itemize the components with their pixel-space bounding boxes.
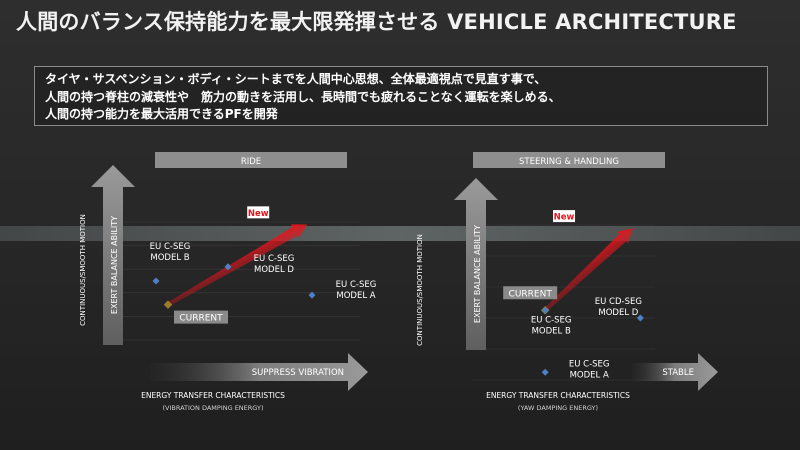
x-arrow-label: SUPPRESS VIBRATION <box>252 368 344 378</box>
intro-line-2: 人間の持つ脊柱の減衰性や 筋力の動きを活用し、長時間でも疲れることなく運転を楽し… <box>45 89 561 104</box>
chart-header-bar <box>155 152 347 168</box>
current-label: CURRENT <box>179 314 223 324</box>
new-label-box <box>247 206 270 219</box>
current-label-box <box>174 310 228 324</box>
point-label-eu-c-seg-model-a: EU C-SEG <box>336 280 377 290</box>
point-label-eu-c-seg-model-b: MODEL B <box>532 326 571 336</box>
point-label-eu-c-seg-model-d: MODEL D <box>254 265 294 275</box>
improvement-arrow-shape <box>543 228 634 312</box>
current-label: CURRENT <box>509 289 553 299</box>
point-label-eu-c-seg-model-a: MODEL A <box>336 291 375 301</box>
improvement-arrow <box>167 224 308 307</box>
slide-title: 人間のバランス保持能力を最大限発揮させる VEHICLE ARCHITECTUR… <box>16 10 737 34</box>
ride-chart: RIDE EXERT BALANCE ABILITY CONTINUOUS/SMOO… <box>79 152 376 412</box>
chart-title: RIDE <box>241 157 261 167</box>
y-axis-arrow <box>91 165 135 345</box>
steering-handling-chart: STEERING & HANDLING EXERT BALANCE ABILITY… <box>416 152 718 412</box>
improvement-arrow <box>543 228 634 312</box>
point-label-eu-c-seg-model-b: EU C-SEG <box>531 315 572 325</box>
x-arrow-label: STABLE <box>662 368 694 378</box>
new-label-box <box>553 210 576 223</box>
point-eu-c-seg-model-a <box>308 291 316 299</box>
point-eu-c-seg-model-a <box>541 368 549 376</box>
highlight-band <box>0 226 800 241</box>
x-axis-sublabel: (YAW DAMPING ENERGY) <box>518 404 598 412</box>
point-label-eu-c-seg-model-a: EU C-SEG <box>569 359 610 369</box>
x-axis-arrow <box>632 353 718 391</box>
x-axis-sublabel: (VIBRATION DAMPING ENERGY) <box>162 404 263 412</box>
improvement-arrow-shape <box>167 224 308 307</box>
point-label-eu-cd-seg-model-d: MODEL D <box>598 308 638 318</box>
intro-line-1: タイヤ・サスペンション・ボディ・シートまでを人間中心思想、全体最適視点で見直す事… <box>45 72 547 86</box>
new-label: New <box>554 213 575 223</box>
point-label-eu-c-seg-model-b: MODEL B <box>150 253 189 263</box>
point-eu-c-seg-model-b <box>152 277 160 285</box>
point-label-eu-c-seg-model-a: MODEL A <box>570 370 609 380</box>
y-arrow-label: EXERT BALANCE ABILITY <box>110 216 119 314</box>
y-axis-label: CONTINUOUS/SMOOTH MOTION <box>416 234 424 346</box>
intro-line-3: 人間の持つ能力を最大活用できるPFを開発 <box>45 107 278 121</box>
chart-title: STEERING & HANDLING <box>519 157 619 167</box>
point-current <box>163 300 173 309</box>
current-label-box <box>503 286 558 300</box>
y-axis-arrow <box>454 178 498 350</box>
point-label-eu-c-seg-model-d: EU C-SEG <box>254 254 295 264</box>
point-label-eu-cd-seg-model-d: EU CD-SEG <box>595 297 642 307</box>
x-axis-label: ENERGY TRANSFER CHARACTERISTICS <box>141 391 285 400</box>
intro-box: タイヤ・サスペンション・ボディ・シートまでを人間中心思想、全体最適視点で見直す事… <box>34 66 768 126</box>
new-label: New <box>248 209 269 219</box>
point-eu-c-seg-model-d <box>224 263 232 271</box>
chart-header-bar <box>473 152 665 168</box>
y-arrow-label: EXERT BALANCE ABILITY <box>473 225 482 323</box>
x-axis-arrow <box>150 353 368 391</box>
point-eu-cd-seg-model-d <box>636 314 644 322</box>
point-label-eu-c-seg-model-b: EU C-SEG <box>150 242 191 252</box>
point-eu-c-seg-model-b <box>541 306 549 314</box>
x-axis-label: ENERGY TRANSFER CHARACTERISTICS <box>486 391 630 400</box>
y-axis-label: CONTINUOUS/SMOOTH MOTION <box>79 214 87 326</box>
